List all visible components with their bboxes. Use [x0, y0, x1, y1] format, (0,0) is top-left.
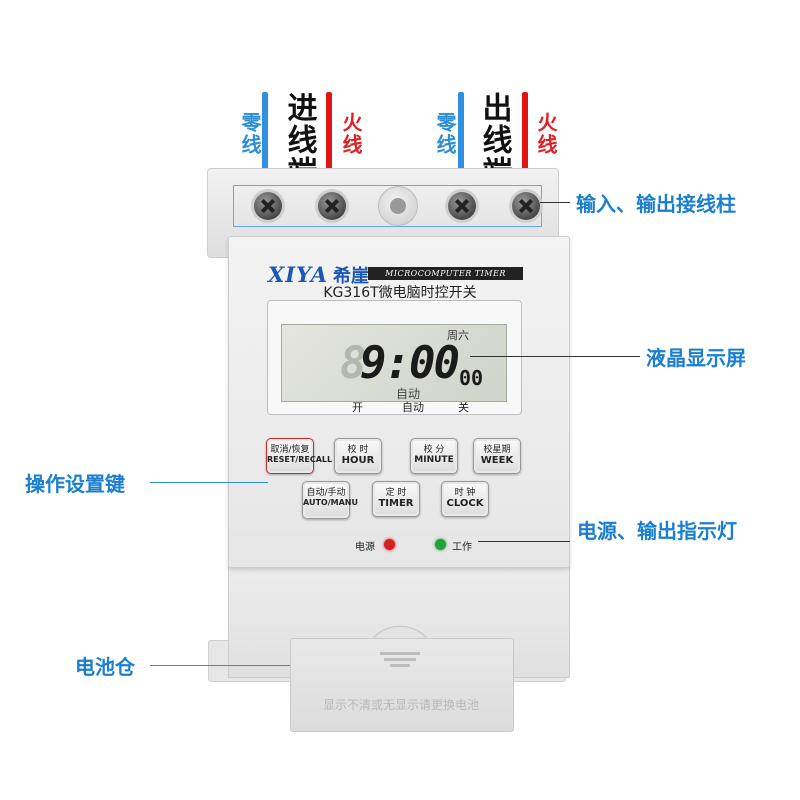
left-neutral-label: 零线 [238, 112, 262, 156]
power-label: 电源 [355, 542, 375, 553]
terminal-screw-3[interactable] [448, 192, 476, 220]
terminal-callout-line [540, 202, 570, 203]
hour-button[interactable]: 校 时 HOUR [334, 438, 382, 474]
battery-callout: 电池仓 [75, 655, 135, 679]
minute-button[interactable]: 校 分 MINUTE [410, 438, 458, 474]
right-neutral-label: 零线 [433, 112, 457, 156]
timer-button[interactable]: 定 时 TIMER [372, 481, 420, 517]
terminal-screw-2[interactable] [318, 192, 346, 220]
indicators-callout-line [478, 541, 570, 542]
model-name: KG316T微电脑时控开关 [323, 285, 477, 301]
battery-note: 显示不清或无显示请更换电池 [322, 698, 479, 712]
terminal-callout: 输入、输出接线柱 [576, 192, 736, 216]
battery-callout-line [150, 665, 290, 666]
auto-manu-button[interactable]: 自动/手动 AUTO/MANU [302, 481, 358, 519]
key-en-label: CLOCK [446, 498, 484, 509]
lcd-mode: 自动 [396, 387, 421, 401]
power-led [384, 539, 395, 550]
lcd-callout-line [470, 356, 640, 357]
cover-grip [384, 658, 416, 661]
week-button[interactable]: 校星期 WEEK [473, 438, 521, 474]
cover-grip [390, 664, 410, 667]
lcd-ghost-digit: 8 [340, 338, 367, 389]
key-en-label: WEEK [480, 455, 514, 466]
keys-callout-line [150, 482, 268, 483]
key-en-label: AUTO/MANU [303, 498, 358, 507]
keys-callout: 操作设置键 [25, 472, 125, 496]
key-cn-label: 校 时 [347, 445, 369, 455]
key-en-label: HOUR [341, 455, 375, 466]
terminal-highlight-box [233, 185, 542, 227]
key-cn-label: 校 分 [423, 445, 445, 455]
key-en-label: RESET/RECALL [267, 455, 333, 464]
indicators-callout: 电源、输出指示灯 [577, 519, 737, 543]
key-en-label: TIMER [378, 498, 414, 509]
lcd-time: 9:00 [360, 338, 460, 389]
legend-auto: 自动 [402, 401, 424, 414]
clock-button[interactable]: 时 钟 CLOCK [441, 481, 489, 517]
left-live-wire [326, 92, 332, 189]
right-live-wire [522, 92, 528, 189]
mounting-post [378, 186, 418, 226]
key-cn-label: 时 钟 [454, 488, 476, 498]
reset-recall-button[interactable]: 取消/恢复 RESET/RECALL [266, 438, 333, 474]
brand-chinese: 希崖 [333, 266, 369, 287]
cover-grip [380, 652, 420, 655]
key-cn-label: 校星期 [483, 445, 511, 455]
legend-on: 开 [352, 401, 363, 414]
right-neutral-wire [458, 92, 464, 189]
left-live-label: 火线 [339, 112, 363, 156]
key-cn-label: 取消/恢复 [270, 445, 310, 455]
work-label: 工作 [452, 542, 472, 553]
key-cn-label: 自动/手动 [306, 488, 346, 498]
terminal-screw-1[interactable] [254, 192, 282, 220]
work-led [435, 539, 446, 550]
key-cn-label: 定 时 [385, 488, 407, 498]
left-neutral-wire [262, 92, 268, 189]
right-live-label: 火线 [534, 112, 558, 156]
lcd-display [281, 324, 507, 402]
lcd-seconds: 00 [459, 366, 484, 390]
brand-subtitle: MICROCOMPUTER TIMER SWITCH [368, 267, 523, 291]
key-en-label: MINUTE [414, 455, 454, 465]
lcd-callout: 液晶显示屏 [646, 346, 746, 370]
lcd-weekday: 周六 [447, 329, 469, 342]
terminal-screw-4[interactable] [512, 192, 540, 220]
legend-off: 关 [458, 401, 469, 414]
brand-logo: XIYA [268, 262, 329, 287]
